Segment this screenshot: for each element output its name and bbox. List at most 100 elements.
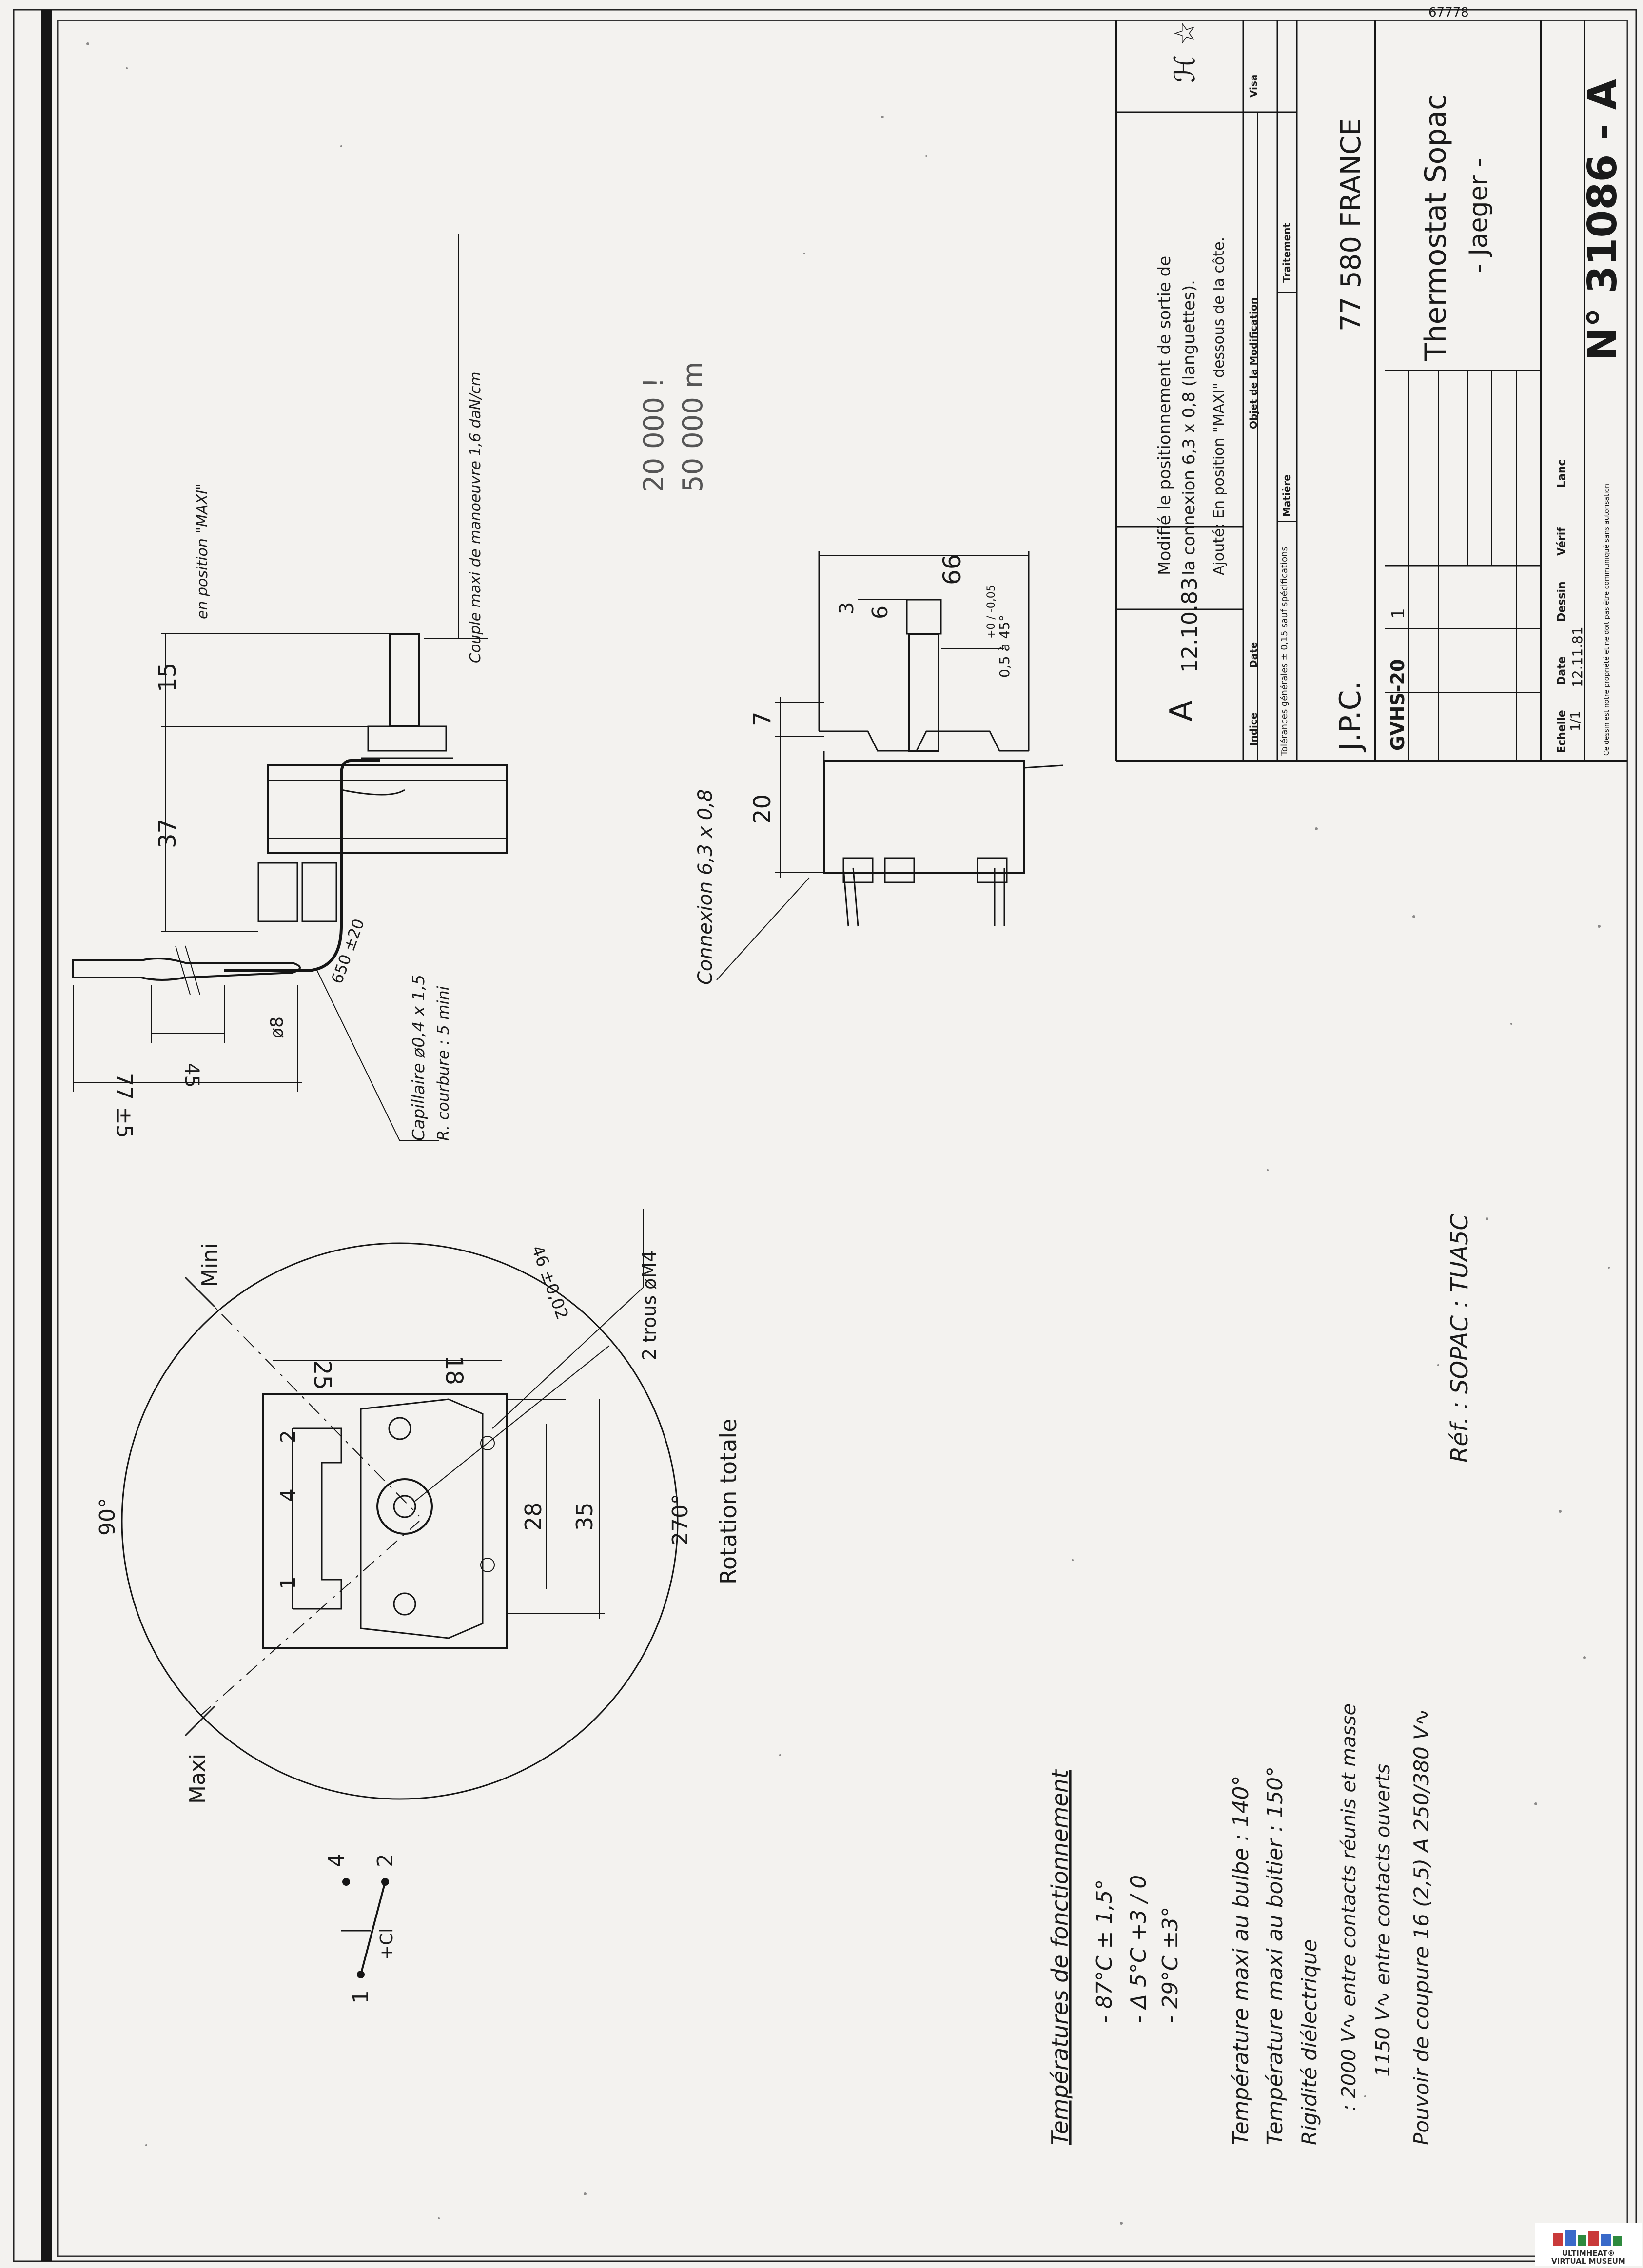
logo-line-2: VIRTUAL MUSEUM [1551, 2257, 1625, 2266]
inner-frame [57, 20, 1628, 2257]
dim-20: 20 [749, 794, 776, 824]
mounting-plate [819, 730, 1029, 752]
capillary-spec: Capillaire ø0,4 x 1,5 [409, 975, 429, 1141]
header-date: Date [1248, 642, 1259, 668]
holes-label: 2 trous øM4 [639, 1251, 660, 1360]
shaft [389, 633, 420, 727]
dim-25: 25 [309, 1360, 336, 1390]
body-front [262, 1393, 508, 1649]
angle-90: 90° [95, 1498, 120, 1536]
pin-2: 2 [373, 1854, 398, 1867]
capillary-bend-radius: R. courbure : 5 mini [434, 986, 452, 1141]
specs-heading: Températures de fonctionnement [1047, 1769, 1073, 2145]
thermostat-body-top [823, 760, 1025, 874]
handwritten-note-2: 50 000 m [677, 362, 709, 492]
temp-2: - Δ 5°C +3 / 0 [1126, 1875, 1151, 2023]
dim-7: 7 [749, 711, 776, 726]
revision-line-3: Ajouté: En position "MAXI" dessous de la… [1211, 237, 1228, 575]
note-couple-maxi: Couple maxi de manoeuvre 1,6 daN/cm [467, 372, 484, 663]
dim-3: 3 [836, 602, 858, 614]
terminal-label-4: 4 [276, 1488, 300, 1502]
mini-axis [199, 1291, 420, 1517]
label-mini: Mini [197, 1243, 222, 1287]
verif-label: Vérif [1556, 527, 1568, 556]
logo-line-1: ULTIMHEAT® [1562, 2249, 1615, 2258]
temp-boitier: Température maxi au boitier : 150° [1263, 1766, 1288, 2145]
product-name: Thermostat Sopac [1419, 94, 1453, 361]
title-block [1115, 20, 1627, 762]
bulb [72, 958, 301, 981]
title-block-text: A 12.10.83 Modifié le positionnement de … [1155, 5, 1626, 756]
ref-sopac: Réf. : SOPAC : TUA5C [1446, 1213, 1473, 1463]
handwritten-note-1: 20 000 ! [638, 377, 670, 492]
specifications: Températures de fonctionnement - 87°C ± … [1047, 1213, 1473, 2145]
wiring-schema [341, 1878, 389, 1978]
ref-code-value: 1 [1389, 608, 1408, 619]
dim-650: 650 ±20 [328, 916, 368, 986]
mount-hole-top [388, 1417, 411, 1440]
company-address: 77 580 FRANCE [1335, 118, 1367, 332]
dim-37: 37 [154, 819, 181, 848]
top-view-labels: 66 6 3 0,5 à 45° +0 / -0,05 7 20 Connexi… [638, 362, 1013, 985]
angle-270: 270° [668, 1494, 693, 1545]
note-position-maxi: en position "MAXI" [194, 483, 211, 619]
top-view [716, 551, 1063, 980]
side-view [72, 234, 508, 1141]
terminal-label-2: 2 [276, 1430, 300, 1443]
header-objet: Objet de la Modification [1248, 297, 1259, 429]
header-visa: Visa [1248, 75, 1259, 98]
museum-logo: ULTIMHEAT® VIRTUAL MUSEUM [1535, 2223, 1642, 2266]
terminal-slot-left [292, 1427, 342, 1610]
thermostat-body-side [267, 764, 508, 854]
drawing-number: N° 31086 - A [1580, 78, 1626, 361]
date-value: 12.11.81 [1569, 626, 1585, 687]
dim-35: 35 [571, 1502, 598, 1531]
echelle-label: Echelle [1556, 710, 1568, 753]
echelle-value: 1/1 [1568, 711, 1583, 731]
dessin-label: Dessin [1556, 581, 1568, 622]
sheet-border [13, 9, 1637, 2262]
dim-18: 18 [440, 1355, 468, 1385]
rotation-totale-label: Rotation totale [715, 1419, 742, 1585]
dim-tolerance: +0 / -0,05 [985, 585, 998, 639]
revision-date: 12.10.83 [1177, 577, 1202, 673]
pin-1: 1 [349, 1990, 373, 2004]
logo-graphic [1553, 2230, 1622, 2246]
rigidite-1: : 2000 V∿ entre contacts réunis et masse [1338, 1703, 1360, 2111]
revision-letter: A [1164, 700, 1200, 722]
lanc-label: Lanc [1556, 459, 1568, 488]
product-brand: - Jaeger - [1464, 158, 1493, 273]
dim-chamfer: 0,5 à 45° [997, 615, 1013, 678]
shaft-section [376, 1478, 433, 1535]
flange [367, 725, 447, 752]
visa-mark: ℋ ☆ [1168, 20, 1201, 83]
front-view [121, 1209, 679, 1800]
dim-28: 28 [520, 1502, 547, 1531]
tab-terminal-mid [301, 862, 337, 922]
capillary-tube [224, 759, 380, 972]
left-binding-bar [41, 10, 52, 2261]
temp-bulbe: Température maxi au bulbe : 140° [1229, 1776, 1253, 2145]
terminal-label-1: 1 [276, 1576, 300, 1589]
temp-1: - 87°C ± 1,5° [1092, 1879, 1117, 2023]
mount-hole-bottom [393, 1592, 416, 1616]
rigidite: Rigidité diélectrique [1297, 1939, 1321, 2145]
footer-note: Ce dessin est notre propriété et ne doit… [1603, 484, 1611, 756]
bracket [360, 1398, 484, 1639]
tolerances-label: Tolérances générales ± 0,15 sauf spécifi… [1279, 547, 1290, 756]
connexion-label: Connexion 6,3 x 0,8 [694, 789, 717, 985]
dim-15: 15 [154, 663, 181, 692]
revision-line-2: la connexion 6,3 x 0,8 (languettes). [1179, 280, 1199, 575]
shaft-top [908, 633, 939, 752]
dim-phi8: ø8 [267, 1017, 287, 1038]
dim-66: 66 [938, 554, 966, 585]
pouvoir-coupure: Pouvoir de coupure 16 (2,5) A 250/380 V∿ [1409, 1709, 1433, 2145]
dim-77: 77 ±5 [112, 1073, 137, 1138]
tab-terminal-left [257, 862, 298, 922]
top-stamp: 67778 [1428, 5, 1469, 20]
ref-code: GVHS-20 [1387, 659, 1408, 751]
revision-line-1: Modifié le positionnement de sortie de [1155, 256, 1174, 575]
photocopy-noise [86, 42, 1610, 2225]
